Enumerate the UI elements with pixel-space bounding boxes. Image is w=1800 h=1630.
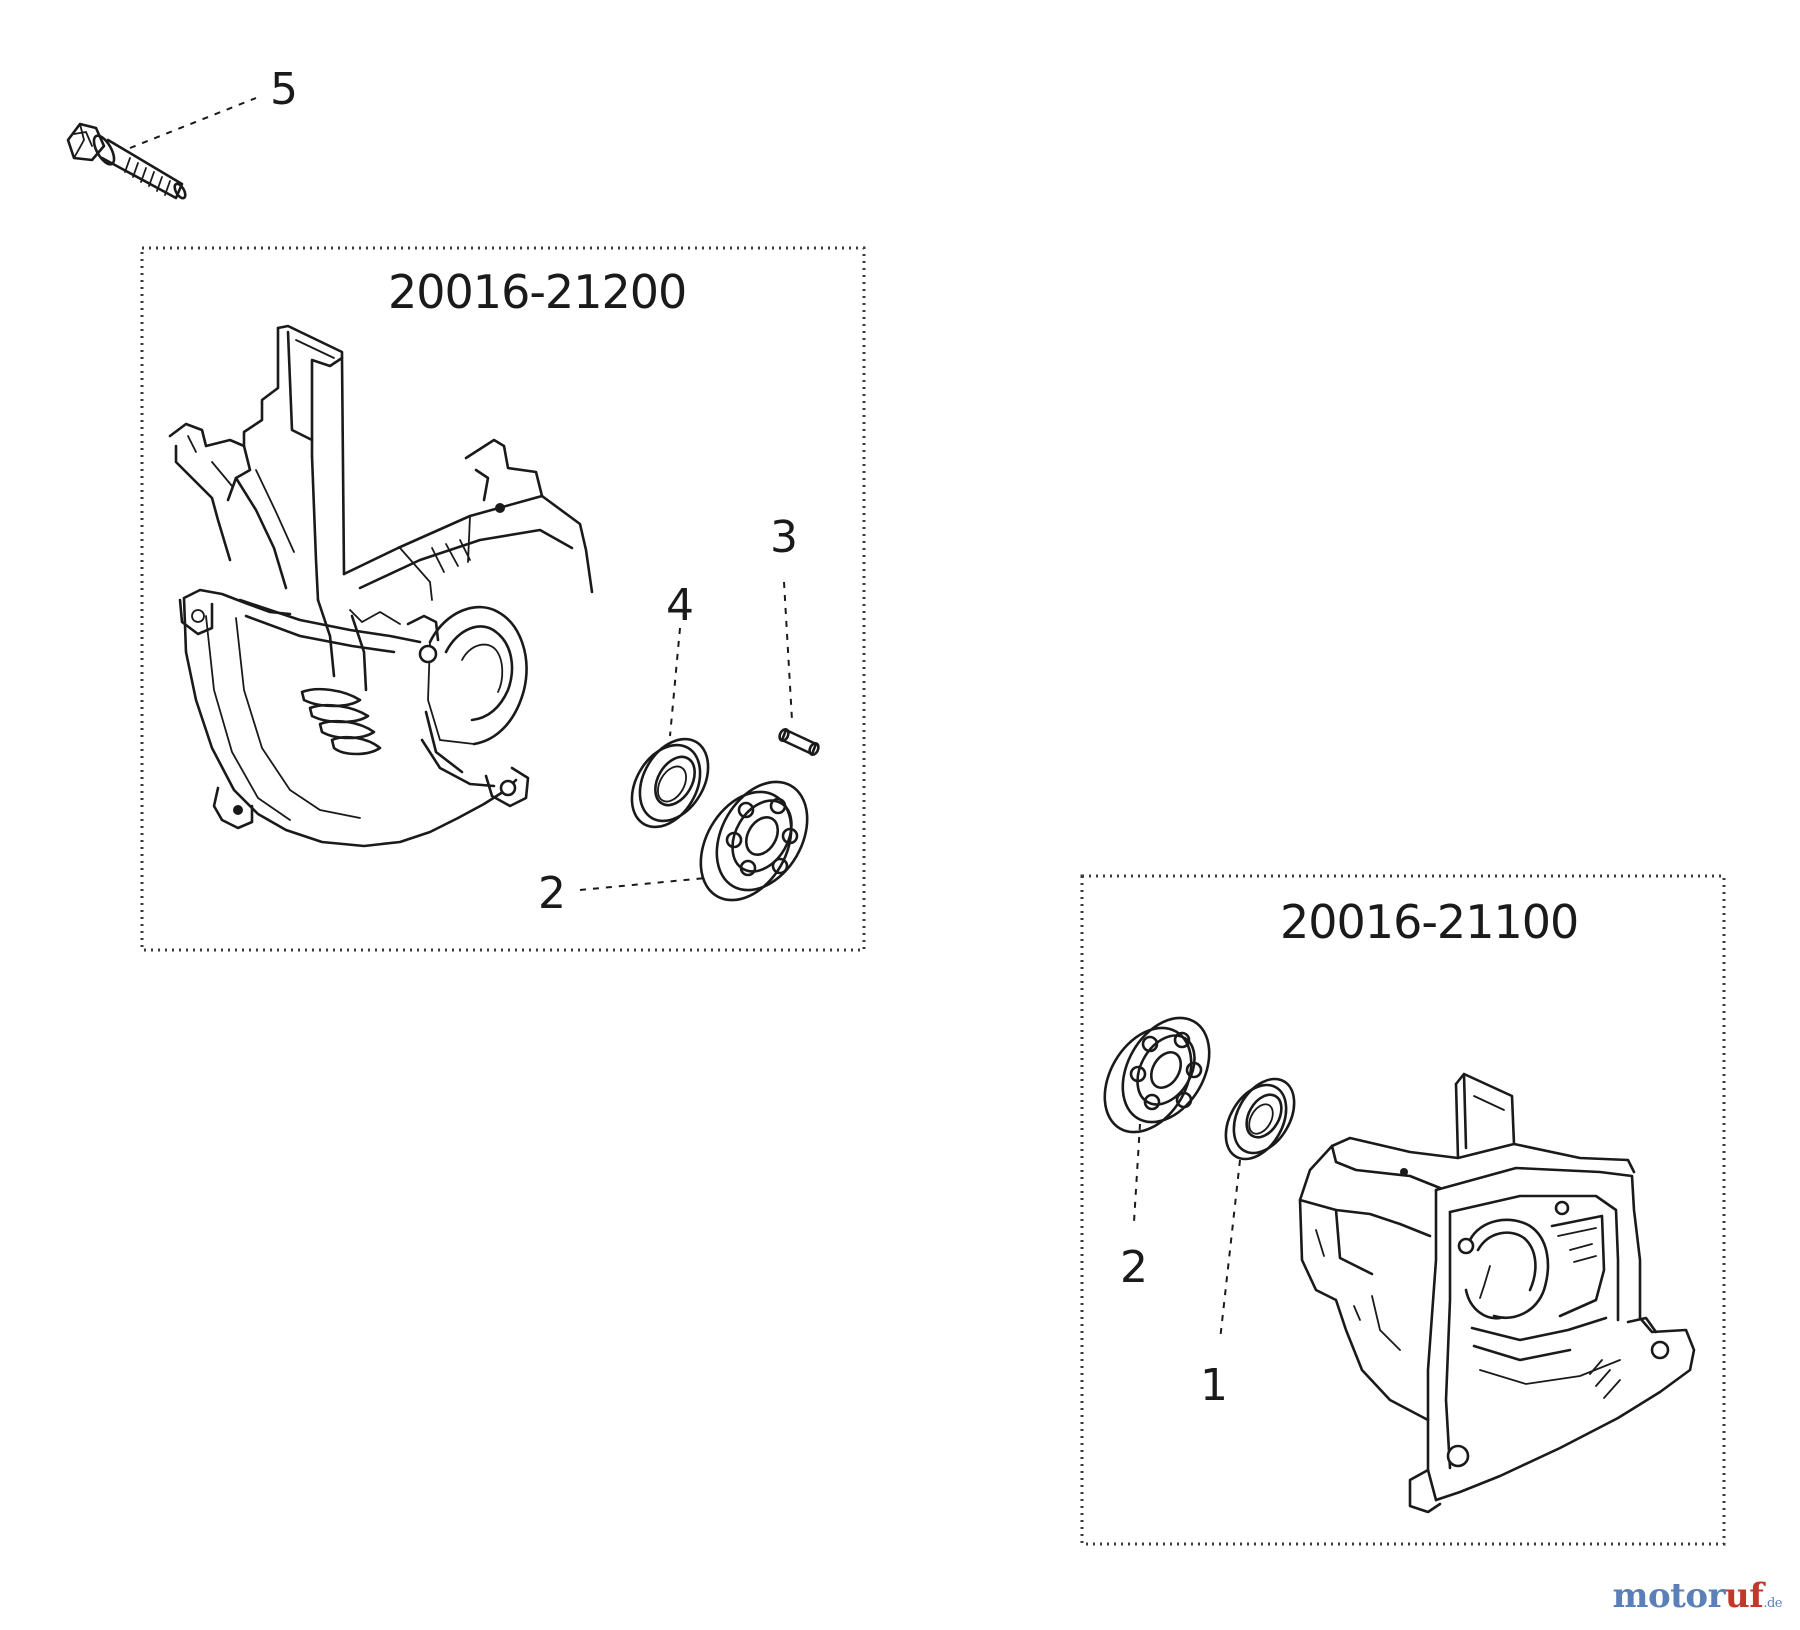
callout-1: 1 bbox=[1200, 1360, 1228, 1411]
leader-4 bbox=[669, 627, 681, 737]
callout-2-left: 2 bbox=[538, 868, 566, 919]
watermark-logo: motoruf.de bbox=[1612, 1576, 1783, 1616]
kit-box-right bbox=[1080, 874, 1726, 1546]
oil-seal-part-4 bbox=[630, 737, 710, 829]
fin-detail-right bbox=[1589, 1359, 1621, 1399]
kit-number-left: 20016-21200 bbox=[388, 265, 686, 319]
leader-2-right bbox=[1133, 1123, 1141, 1223]
watermark-part1: motor bbox=[1612, 1576, 1726, 1616]
watermark-part2: uf bbox=[1724, 1576, 1764, 1616]
leader-5 bbox=[129, 97, 257, 149]
kit-box-left bbox=[140, 246, 866, 952]
leader-2-left bbox=[579, 877, 707, 891]
callout-4: 4 bbox=[666, 580, 694, 631]
callout-3: 3 bbox=[770, 512, 798, 563]
callout-5: 5 bbox=[270, 64, 298, 115]
crankcase-half-left bbox=[168, 324, 594, 848]
oil-seal-part-1 bbox=[1224, 1077, 1296, 1161]
leader-3 bbox=[783, 581, 793, 721]
kit-number-right: 20016-21100 bbox=[1280, 895, 1578, 949]
ball-bearing-left-part-2 bbox=[699, 780, 809, 902]
watermark-part3: .de bbox=[1763, 1596, 1782, 1611]
bolt-part-5 bbox=[66, 122, 187, 200]
pin-part-3 bbox=[778, 728, 820, 756]
crankcase-half-right bbox=[1298, 1072, 1696, 1514]
ball-bearing-right-part-2 bbox=[1103, 1016, 1211, 1134]
leader-1 bbox=[1219, 1159, 1241, 1341]
callout-2-right: 2 bbox=[1120, 1242, 1148, 1293]
